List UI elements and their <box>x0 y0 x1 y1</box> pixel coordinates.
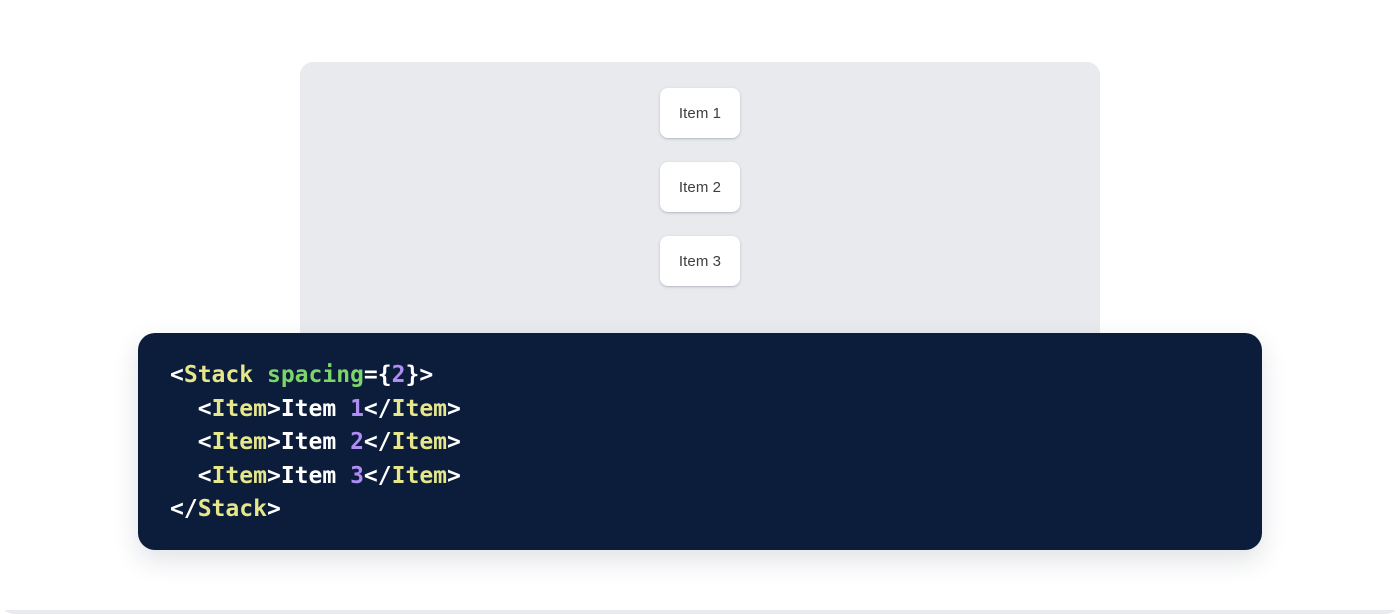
code-token-tag: Item <box>211 395 267 422</box>
code-token-num: 3 <box>350 462 364 489</box>
code-token-tag: Item <box>211 429 267 456</box>
code-token-punct: > <box>266 429 281 456</box>
code-token-num: 2 <box>350 429 364 456</box>
code-token-punct: > <box>266 395 281 422</box>
code-token-punct: < <box>197 429 212 456</box>
code-token-tag: Stack <box>197 496 267 523</box>
code-token-num: 2 <box>391 362 406 388</box>
code-token-tag: Stack <box>183 362 254 388</box>
stack-container: Item 1 Item 2 Item 3 <box>660 88 740 286</box>
code-token-punct: ={ <box>363 362 392 388</box>
code-token-tag: Item <box>391 395 448 422</box>
stack-item[interactable]: Item 2 <box>660 162 740 212</box>
code-token-text: Item <box>280 462 351 489</box>
code-block[interactable]: <Stack spacing={2}> <Item>Item 1</Item> … <box>170 359 1262 527</box>
code-token-punct: </ <box>170 496 198 523</box>
component-preview-panel: Item 1 Item 2 Item 3 <box>300 62 1100 352</box>
code-token-tag: Item <box>211 462 267 489</box>
code-token-num: 1 <box>350 395 364 422</box>
code-token-text: Item <box>280 395 351 422</box>
code-token-punct <box>253 362 267 388</box>
code-token-punct: > <box>447 429 461 456</box>
code-line: <Item>Item 2</Item> <box>170 429 461 455</box>
code-token-punct: }> <box>405 362 434 388</box>
code-snippet-panel[interactable]: <Stack spacing={2}> <Item>Item 1</Item> … <box>138 333 1262 550</box>
code-token-text: Item <box>280 429 351 456</box>
stack-item-label: Item 3 <box>678 252 722 270</box>
code-line: <Stack spacing={2}> <box>170 362 433 388</box>
code-line: <Item>Item 1</Item> <box>170 396 461 422</box>
stack-item[interactable]: Item 1 <box>660 88 740 138</box>
code-token-punct: </ <box>363 462 392 489</box>
code-line: </Stack> <box>170 496 281 522</box>
code-content: <Stack spacing={2}> <Item>Item 1</Item> … <box>170 362 461 522</box>
code-token-punct: > <box>266 462 281 489</box>
code-token-punct: </ <box>363 395 392 422</box>
code-token-attr: spacing <box>266 362 364 388</box>
code-token-punct: </ <box>363 429 392 456</box>
stack-item-label: Item 2 <box>678 178 722 196</box>
code-token-tag: Item <box>391 462 448 489</box>
stack-item-label: Item 1 <box>678 104 722 122</box>
code-token-tag: Item <box>391 429 448 456</box>
code-token-punct: > <box>447 395 461 422</box>
stack-item[interactable]: Item 3 <box>660 236 740 286</box>
code-token-punct: < <box>197 395 212 422</box>
code-token-punct: < <box>170 362 184 388</box>
code-token-punct: > <box>447 462 461 489</box>
code-token-punct: < <box>197 462 212 489</box>
code-token-punct: > <box>266 496 281 523</box>
code-line: <Item>Item 3</Item> <box>170 463 461 489</box>
